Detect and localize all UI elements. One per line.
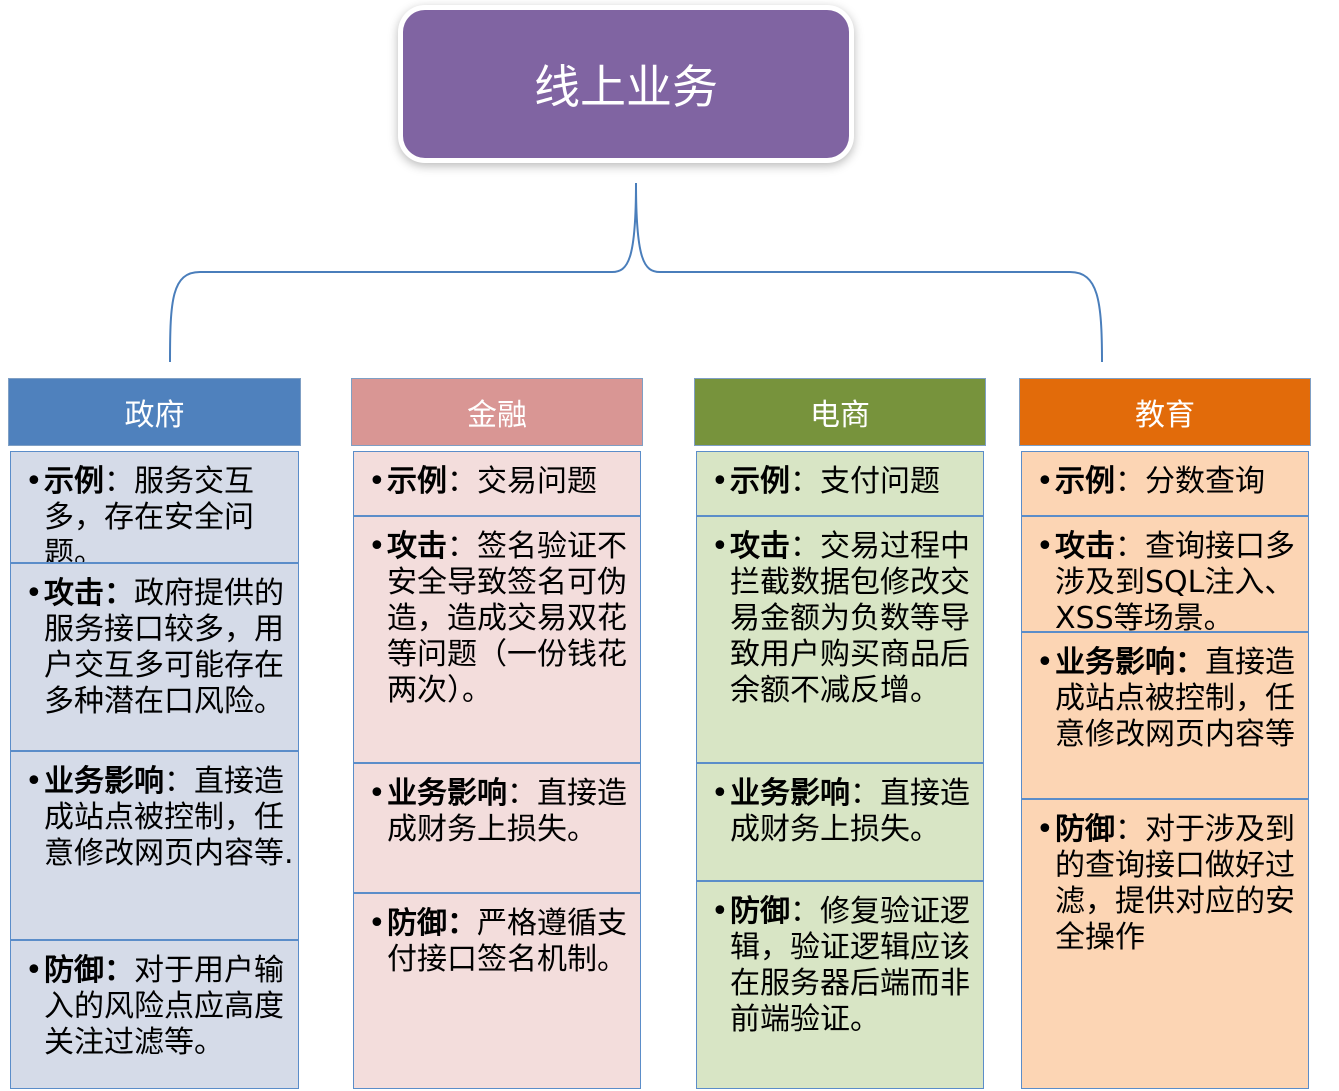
cell-label: 业务影响 [730,776,850,811]
cell-text: 修复验证逻辑，验证逻辑应该在服务器后端而非前端验证。 [730,894,970,1037]
cell-sep: ： [447,464,477,499]
gov-impact-cell: • 业务影响：直接造成站点被控制，任意修改网页内容等. [10,751,299,940]
cell-label: 防御： [387,906,477,941]
edu-defense-cell: • 防御：对于涉及到的查询接口做好过滤，提供对应的安全操作 [1021,799,1309,1089]
bullet: • [25,576,43,611]
edu-impact-cell: • 业务影响：直接造成站点被控制，任意修改网页内容等 [1021,632,1309,799]
cell-sep: ： [790,529,820,564]
cell-label: 示例 [730,464,790,499]
bullet: • [368,529,386,564]
brace-path [169,182,1103,363]
cell-sep: ： [850,776,880,811]
ecom-impact-cell: • 业务影响：直接造成财务上损失。 [696,763,984,881]
cell-label: 示例 [1055,464,1115,499]
cell-label: 防御 [1055,812,1115,847]
column-header-fin: 金融 [351,378,643,446]
cell-sep: ： [447,529,477,564]
bullet: • [25,764,43,799]
cell-text: 直接造成财务上损失。 [387,776,627,847]
cell-text: 对于用户输入的风险点应高度关注过滤等。 [44,953,284,1060]
cell-label: 示例 [44,464,104,499]
gov-attack-cell: • 攻击：政府提供的服务接口较多，用户交互多可能存在多种潜在口风险。 [10,563,299,751]
cell-label: 攻击： [44,576,134,611]
cell-sep: ： [1115,812,1145,847]
column-header-ecom: 电商 [694,378,986,446]
cell-text: 交易问题 [477,464,597,499]
cell-label: 业务影响 [387,776,507,811]
cell-label: 攻击 [730,529,790,564]
fin-defense-cell: • 防御：严格遵循支付接口签名机制。 [353,893,641,1089]
ecom-attack-cell: • 攻击：交易过程中拦截数据包修改交易金额为负数等导致用户购买商品后余额不减反增… [696,516,984,763]
cell-sep: ： [790,894,820,929]
cell-label: 攻击 [387,529,447,564]
column-header-edu: 教育 [1019,378,1311,446]
fin-impact-cell: • 业务影响：直接造成财务上损失。 [353,763,641,893]
gov-defense-cell: • 防御：对于用户输入的风险点应高度关注过滤等。 [10,940,299,1089]
cell-text: 直接造成站点被控制，任意修改网页内容等 [1055,645,1295,752]
root-node: 线上业务 [403,10,849,158]
cell-text: 交易过程中拦截数据包修改交易金额为负数等导致用户购买商品后余额不减反增。 [730,529,970,708]
cell-sep: ： [1115,529,1145,564]
cell-text: 严格遵循支付接口签名机制。 [387,906,627,977]
ecom-defense-cell: • 防御：修复验证逻辑，验证逻辑应该在服务器后端而非前端验证。 [696,881,984,1089]
cell-sep: ： [507,776,537,811]
column-title: 金融 [467,398,527,433]
fin-example-cell: • 示例：交易问题 [353,451,641,516]
cell-sep: ： [790,464,820,499]
ecom-example-cell: • 示例：支付问题 [696,451,984,516]
fin-attack-cell: • 攻击：签名验证不安全导致签名可伪造，造成交易双花等问题（一份钱花两次）。 [353,516,641,763]
bullet: • [368,906,386,941]
bullet: • [25,953,43,988]
cell-text: 服务交互多，存在安全问题。 [44,464,254,563]
cell-label: 防御： [44,953,134,988]
bullet: • [711,464,729,499]
cell-text: 政府提供的服务接口较多，用户交互多可能存在多种潜在口风险。 [44,576,284,719]
edu-attack-cell: • 攻击：查询接口多涉及到SQL注入、XSS等场景。 [1021,516,1309,632]
cell-text: 直接造成财务上损失。 [730,776,970,847]
column-title: 电商 [810,398,870,433]
bullet: • [25,464,43,499]
cell-text: 对于涉及到的查询接口做好过滤，提供对应的安全操作 [1055,812,1295,955]
edu-example-cell: • 示例：分数查询 [1021,451,1309,516]
root-title: 线上业务 [534,60,718,114]
cell-sep: ： [1115,464,1145,499]
bullet: • [1036,645,1054,680]
cell-text: 查询接口多涉及到SQL注入、XSS等场景。 [1055,529,1295,632]
bullet: • [1036,529,1054,564]
cell-text: 直接造成站点被控制，任意修改网页内容等. [44,764,294,871]
bullet: • [711,776,729,811]
bullet: • [1036,464,1054,499]
bullet: • [1036,812,1054,847]
bullet: • [711,529,729,564]
cell-sep: ： [164,764,194,799]
bullet: • [368,464,386,499]
cell-label: 防御 [730,894,790,929]
cell-label: 业务影响： [1055,645,1205,680]
brace-connector [169,182,1103,363]
cell-text: 支付问题 [820,464,940,499]
gov-example-cell: • 示例：服务交互多，存在安全问题。 [10,451,299,563]
column-title: 政府 [124,398,185,433]
cell-text: 分数查询 [1145,464,1265,499]
bullet: • [711,894,729,929]
column-title: 教育 [1135,398,1195,433]
cell-label: 业务影响 [44,764,164,799]
cell-text: 签名验证不安全导致签名可伪造，造成交易双花等问题（一份钱花两次）。 [387,529,627,708]
column-header-gov: 政府 [8,378,301,446]
bullet: • [368,776,386,811]
cell-sep: ： [104,464,134,499]
cell-label: 示例 [387,464,447,499]
cell-label: 攻击 [1055,529,1115,564]
